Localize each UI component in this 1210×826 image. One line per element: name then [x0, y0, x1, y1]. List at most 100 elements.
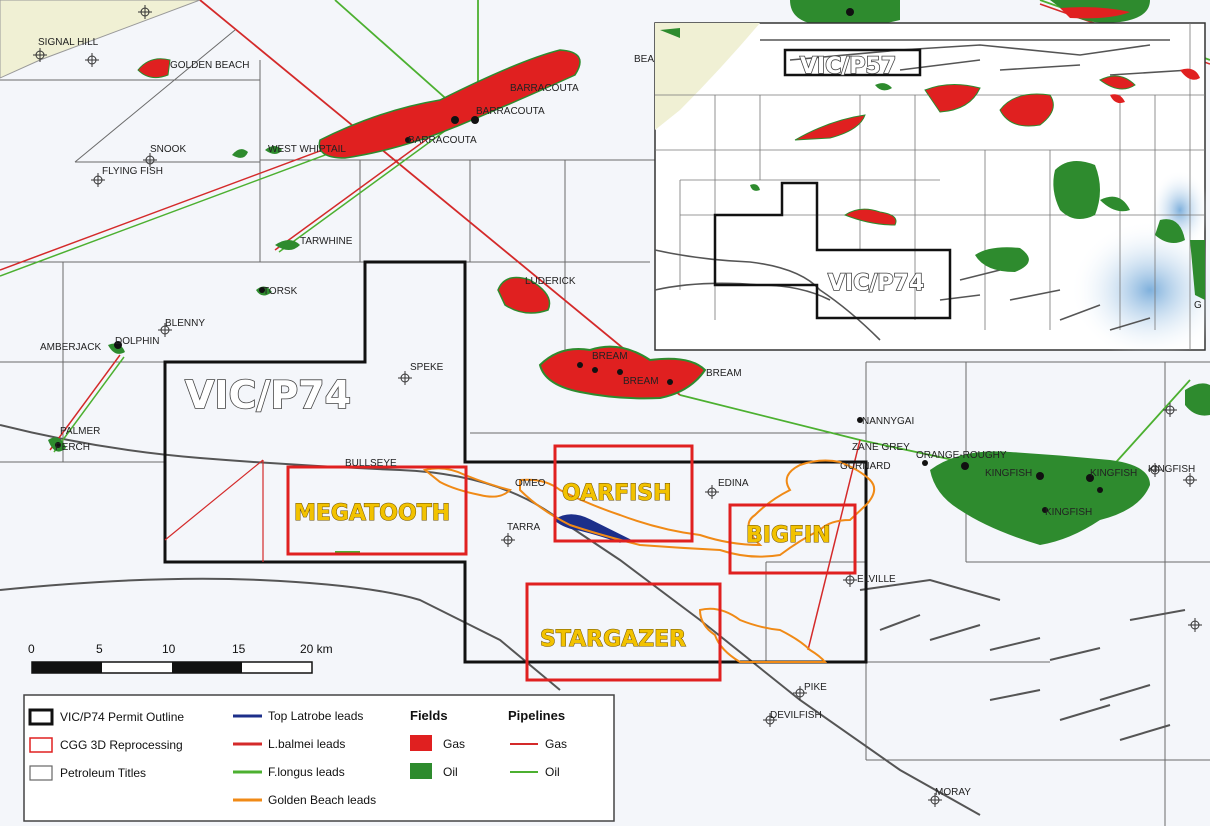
- legend-item-golden-beach: Golden Beach leads: [268, 793, 376, 807]
- place-label: TORSK: [263, 286, 298, 297]
- place-label: KINGFISH: [1090, 468, 1137, 479]
- oil-field: [790, 0, 900, 27]
- place-label: KINGFISH: [985, 468, 1032, 479]
- place-label: SIGNAL HILL: [38, 37, 99, 48]
- place-label: GURNARD: [840, 461, 891, 472]
- legend-item-oil-pipeline: Oil: [545, 765, 560, 779]
- oil-field: [232, 149, 248, 158]
- place-label: TARWHINE: [300, 236, 353, 247]
- place-label: BARRACOUTA: [510, 83, 579, 94]
- scale-tick-label: 10: [162, 642, 176, 656]
- golden-beach-lead: [519, 459, 876, 558]
- scale-tick-label: 5: [96, 642, 103, 656]
- legend-box: [23, 694, 615, 822]
- place-label: FLYING FISH: [102, 166, 163, 177]
- well-markers: [33, 5, 1202, 807]
- legend-pipelines-heading: Pipelines: [508, 708, 565, 723]
- legend-item-oil-field: Oil: [443, 765, 458, 779]
- scale-bar: 0 5 10 15 20 km: [28, 642, 333, 674]
- oil-field: [930, 451, 1150, 545]
- place-label: PALMER: [60, 426, 100, 437]
- place-label: ORANGE-ROUGHY: [916, 450, 1007, 461]
- scale-tick-label: 0: [28, 642, 35, 656]
- coastline-land: [0, 0, 201, 79]
- place-label: EDINA: [718, 478, 749, 489]
- reprocessing-line: [164, 459, 264, 541]
- prospect-label-stargazer: STARGAZER: [540, 627, 686, 652]
- golden-beach-lead: [698, 607, 828, 663]
- place-label: LUDERICK: [525, 276, 576, 287]
- place-label: DOLPHIN: [115, 336, 159, 347]
- place-label: ELVILLE: [857, 574, 896, 585]
- inset-vic-p74-outline: [713, 181, 952, 320]
- gas-pipeline: [807, 439, 861, 651]
- legend-item-gas-field: Gas: [443, 737, 465, 751]
- place-labels: SIGNAL HILL GOLDEN BEACH BARRACOUTA BARR…: [38, 37, 1195, 798]
- legend-item-reprocessing: CGG 3D Reprocessing: [60, 738, 183, 752]
- legend-gas-field-swatch: [410, 735, 432, 751]
- place-label: MORAY: [935, 787, 971, 798]
- production-well-dots: [55, 8, 1103, 513]
- gas-field: [1060, 7, 1130, 19]
- legend-item-l-balmei: L.balmei leads: [268, 737, 345, 751]
- inset-label-vic-p74: VIC/P74: [828, 271, 924, 296]
- place-label: GOLDEN BEACH: [170, 60, 249, 71]
- legend-titles-swatch: [29, 765, 53, 781]
- place-label: TARRA: [507, 522, 540, 533]
- oil-pipeline: [53, 356, 125, 453]
- inset-vic-p57-outline: [783, 48, 922, 77]
- legend-item-gas-pipeline: Gas: [545, 737, 567, 751]
- place-label: BLENNY: [165, 318, 205, 329]
- gas-field: [137, 58, 171, 79]
- scale-tick-label: 15: [232, 642, 246, 656]
- place-label: AMBERJACK: [40, 342, 101, 353]
- inset-edge-letter: G: [1194, 300, 1202, 311]
- place-label: BREAM: [592, 351, 628, 362]
- scale-tick-label: 20 km: [300, 642, 333, 656]
- oil-field: [265, 146, 282, 154]
- place-label: BEA: [634, 54, 654, 65]
- place-label: PIKE: [804, 682, 827, 693]
- prospect-label-megatooth: MEGATOOTH: [294, 501, 450, 526]
- oil-field: [275, 240, 300, 250]
- place-label: KINGFISH: [1045, 507, 1092, 518]
- place-label: BREAM: [706, 368, 742, 379]
- place-label: SPEKE: [410, 362, 444, 373]
- gas-pipeline: [49, 354, 121, 451]
- permit-label-vic-p74: VIC/P74: [185, 373, 351, 417]
- place-label: NANNYGAI: [862, 416, 914, 427]
- legend-oil-field-swatch: [410, 763, 432, 779]
- oarfish-box: [553, 444, 694, 543]
- place-label: BREAM: [623, 376, 659, 387]
- place-label: BARRACOUTA: [476, 106, 545, 117]
- oil-pipeline: [679, 394, 861, 441]
- vic-p74-permit-outline: [163, 260, 868, 664]
- legend-fields-heading: Fields: [410, 708, 448, 723]
- legend: VIC/P74 Permit Outline CGG 3D Reprocessi…: [23, 694, 615, 822]
- prospect-label-oarfish: OARFISH: [562, 481, 672, 506]
- gas-pipeline: [199, 0, 681, 396]
- place-label: WEST WHIPTAIL: [268, 144, 346, 155]
- legend-permit-swatch: [28, 708, 54, 726]
- legend-item-f-longus: F.longus leads: [268, 765, 345, 779]
- legend-item-top-latrobe: Top Latrobe leads: [268, 709, 363, 723]
- megatooth-box: [286, 465, 468, 556]
- inset-map: VIC/P57 VIC/P74 G: [654, 22, 1210, 360]
- place-label: DEVILFISH: [770, 710, 822, 721]
- legend-item-permit: VIC/P74 Permit Outline: [60, 710, 184, 724]
- inset-label-vic-p57: VIC/P57: [800, 54, 896, 79]
- oil-field: [1185, 383, 1210, 416]
- inset-coast: [655, 23, 760, 130]
- place-label: ZANE GREY: [852, 442, 910, 453]
- place-label: KINGFISH: [1148, 464, 1195, 475]
- place-label: BULLSEYE: [345, 458, 397, 469]
- inset-bathymetry: [1070, 220, 1210, 360]
- place-label: SNOOK: [150, 144, 186, 155]
- golden-beach-lead: [422, 467, 512, 498]
- bigfin-box: [728, 503, 857, 575]
- place-label: OMEO: [515, 478, 546, 489]
- gas-field: [318, 49, 581, 159]
- place-label: BARRACOUTA: [408, 135, 477, 146]
- stargazer-box: [525, 582, 722, 682]
